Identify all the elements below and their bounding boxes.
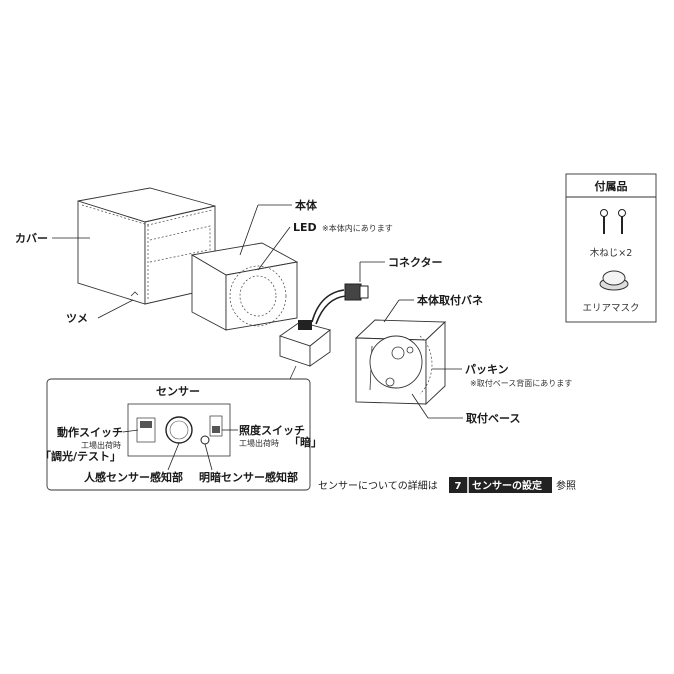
wood-screw-icon: [600, 209, 626, 234]
sensor-box: センサー: [46, 365, 311, 491]
connector-illustration: [311, 283, 369, 325]
tab-mark: [130, 291, 139, 297]
led-label: LED: [293, 221, 317, 234]
light-sensor-lens: [200, 435, 210, 445]
connector-label: コネクター: [388, 256, 443, 269]
reference-badge-title: センサーの設定: [472, 479, 542, 492]
mount-base-label: 取付ベース: [466, 411, 520, 425]
packing-label: パッキン: [465, 363, 509, 376]
area-mask-icon: [599, 270, 629, 291]
mount-spring-label: 本体取付バネ: [417, 293, 483, 307]
packing-note: ※取付ベース背面にあります: [470, 378, 572, 388]
body-illustration: [190, 242, 331, 367]
cover-label: カバー: [15, 232, 48, 245]
light-default-prefix: 工場出荷時: [239, 438, 279, 448]
accessories-box: 付属品 木ねじ×2 エリアマスク: [565, 173, 657, 323]
mode-default-line: 工場出荷時: [81, 440, 121, 450]
tab-label: ツメ: [66, 312, 88, 325]
reference-badge-number: 7: [455, 481, 462, 492]
mount-base-illustration: [354, 319, 447, 406]
light-switch-label: 照度スイッチ: [239, 423, 305, 437]
wood-screw-label: 木ねじ×2: [590, 247, 633, 259]
mode-switch-label: 動作スイッチ: [57, 425, 123, 439]
led-note: ※本体内にあります: [322, 223, 393, 233]
reference-badge: [449, 477, 552, 493]
area-mask-label: エリアマスク: [582, 303, 639, 314]
mode-default-value: 「調光/テスト」: [40, 449, 121, 463]
sensor-title: センサー: [156, 385, 200, 398]
body-label: 本体: [295, 198, 318, 212]
light-detector-label: 明暗センサー感知部: [199, 470, 298, 484]
light-default-value: 「暗」: [289, 435, 322, 449]
reference-suffix: 参照: [556, 479, 576, 492]
reference-prefix: センサーについての詳細は: [318, 479, 438, 492]
motion-detector-label: 人感センサー感知部: [84, 470, 183, 484]
sensor-reference-note: センサーについての詳細は 7 センサーの設定 参照: [318, 477, 576, 493]
accessories-title: 付属品: [595, 179, 628, 193]
